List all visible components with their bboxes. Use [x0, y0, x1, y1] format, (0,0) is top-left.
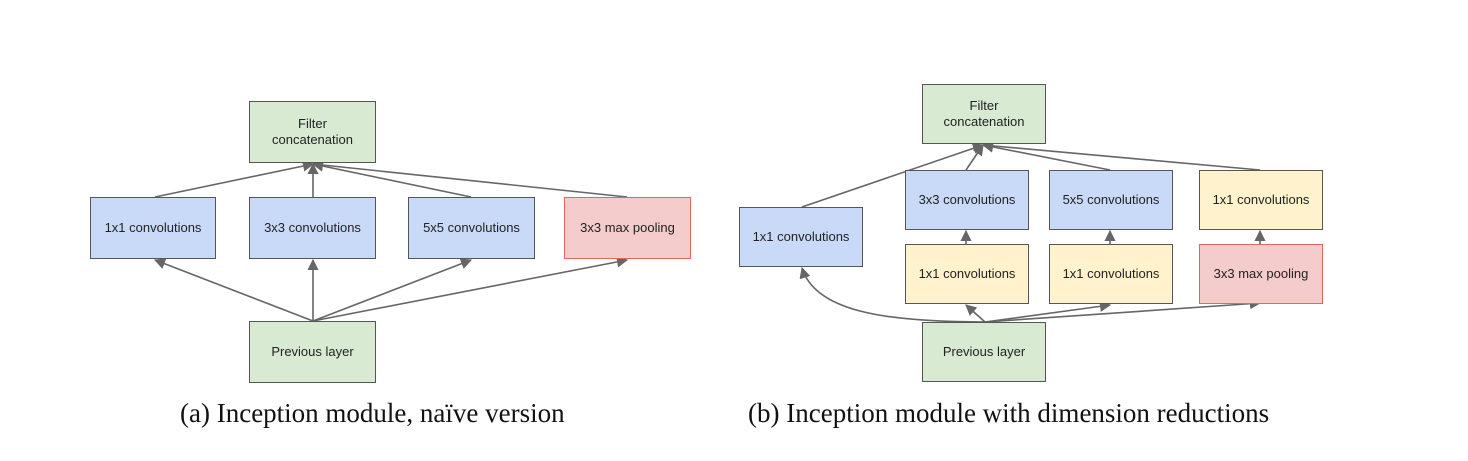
edge-prev-to-reduce5 [984, 300, 1112, 323]
filter-concatenation-node: Filter concatenation [922, 84, 1046, 144]
conv3x3-node: 3x3 convolutions [905, 170, 1029, 230]
edge-conv1-to-concat [801, 142, 985, 208]
filter-concatenation-node: Filter concatenation [249, 101, 376, 163]
edge-prev-to-conv1 [153, 258, 314, 322]
caption-a-text: Inception module, naïve version [216, 398, 565, 428]
edge-conv3-to-concat [965, 144, 984, 171]
reduce-3x3-node: 1x1 convolutions [905, 244, 1029, 304]
conv1x1-node: 1x1 convolutions [90, 197, 216, 259]
conv5x5-node: 5x5 convolutions [408, 197, 535, 259]
edge-conv5-to-concat [981, 141, 1111, 171]
reduce-5x5-node: 1x1 convolutions [1049, 244, 1173, 304]
panel-naive-inception: Filter concatenation 1x1 convolutions 3x… [0, 0, 730, 461]
conv1x1-node: 1x1 convolutions [739, 207, 863, 267]
edge-prev-to-pool [984, 298, 1262, 323]
caption-b-label: (b) [748, 398, 780, 428]
conv5x5-node: 5x5 convolutions [1049, 170, 1173, 230]
edges-reduction [799, 140, 1266, 323]
edges-naive [153, 159, 629, 322]
caption-b: (b) Inception module with dimension redu… [748, 398, 1269, 429]
maxpool-node: 3x3 max pooling [564, 197, 691, 259]
edge-conv5-to-concat [311, 160, 472, 198]
caption-a-label: (a) [180, 398, 210, 428]
edge-prev-to-pool [312, 256, 629, 322]
edge-poolproj-to-concat [981, 140, 1261, 171]
edge-prev-to-conv5 [312, 258, 473, 322]
caption-a: (a) Inception module, naïve version [180, 398, 565, 429]
maxpool-node: 3x3 max pooling [1199, 244, 1323, 304]
conv3x3-node: 3x3 convolutions [249, 197, 376, 259]
caption-b-text: Inception module with dimension reductio… [786, 398, 1270, 428]
panel-dimension-reduction-inception: Filter concatenation 1x1 convolutions 3x… [730, 0, 1468, 461]
previous-layer-node: Previous layer [922, 322, 1046, 382]
edge-prev-to-reduce3 [965, 304, 986, 323]
edge-conv1-to-concat [154, 160, 315, 198]
previous-layer-node: Previous layer [249, 321, 376, 383]
edge-prev-to-conv1 [799, 266, 986, 323]
edge-pool-to-concat [311, 159, 628, 198]
pool-projection-node: 1x1 convolutions [1199, 170, 1323, 230]
